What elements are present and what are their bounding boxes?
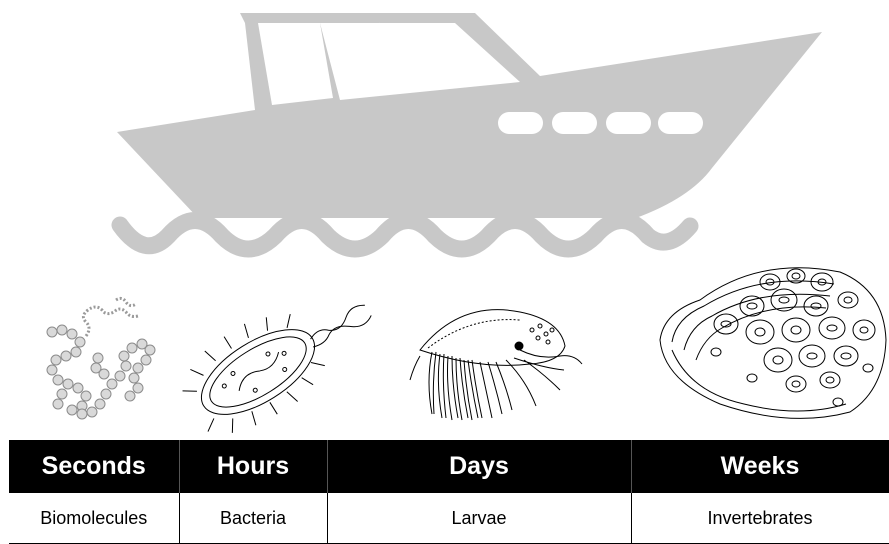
boat-icon <box>117 13 822 218</box>
colonization-timeline-table: Seconds Hours Days Weeks Biomolecules Ba… <box>9 440 889 544</box>
organism-row: Biomolecules Bacteria Larvae Invertebrat… <box>9 493 889 544</box>
barnacle-covered-shell-icon <box>660 268 886 419</box>
cell-larvae: Larvae <box>327 493 631 544</box>
biofouling-illustration <box>0 0 889 440</box>
cell-biomolecules: Biomolecules <box>9 493 179 544</box>
header-days: Days <box>327 440 631 493</box>
cell-bacteria: Bacteria <box>179 493 327 544</box>
cell-invertebrates: Invertebrates <box>631 493 889 544</box>
biomolecule-chains-icon <box>47 298 155 419</box>
waves-icon <box>120 221 690 250</box>
bacterium-icon <box>170 265 389 440</box>
header-seconds: Seconds <box>9 440 179 493</box>
header-hours: Hours <box>179 440 327 493</box>
larva-icon <box>410 310 582 420</box>
time-scale-header-row: Seconds Hours Days Weeks <box>9 440 889 493</box>
header-weeks: Weeks <box>631 440 889 493</box>
